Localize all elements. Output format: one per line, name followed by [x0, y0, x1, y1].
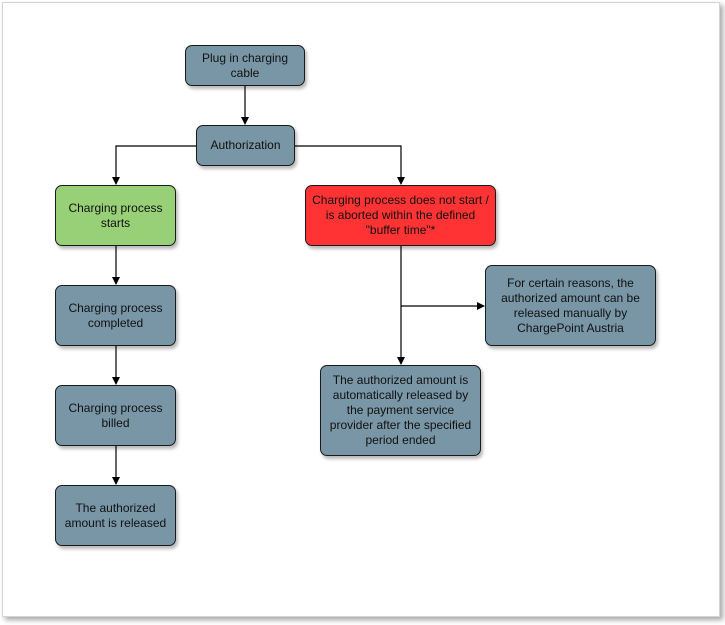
node-manual-release: For certain reasons, the authorized amou… — [485, 265, 656, 346]
node-charging-process-does-not-start: Charging process does not start / is abo… — [305, 185, 496, 246]
node-authorization: Authorization — [196, 125, 295, 166]
node-charging-process-billed: Charging process billed — [55, 385, 176, 446]
node-charging-process-starts: Charging process starts — [55, 185, 176, 246]
node-authorized-amount-released: The authorized amount is released — [55, 485, 176, 546]
node-plug-in-charging-cable: Plug in charging cable — [185, 45, 305, 86]
node-charging-process-completed: Charging process completed — [55, 285, 176, 346]
arrow-authorization-to-not-start — [295, 145, 405, 185]
node-automatic-release: The authorized amount is automatically r… — [320, 365, 481, 456]
arrow-authorization-to-starts — [112, 145, 196, 185]
